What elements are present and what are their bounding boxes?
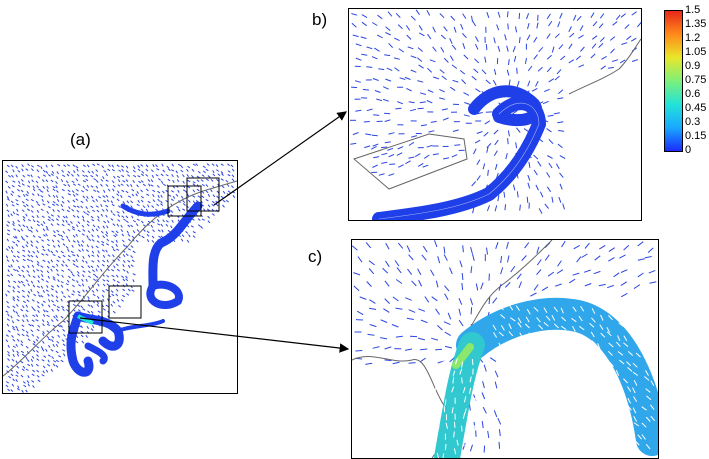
colorbar-tick: 0.3 [685,117,700,128]
colorbar-gradient [665,11,682,151]
colorbar-ticks: 1.5 1.35 1.2 1.05 0.9 0.75 0.6 0.45 0.3 … [685,0,709,160]
overview-vector-field [6,164,235,393]
colorbar-tick: 1.05 [685,47,706,58]
colorbar-tick: 0.75 [685,75,706,86]
colorbar-tick: 0.6 [685,89,700,100]
overview-panel [2,160,238,394]
overview-map [3,161,237,393]
zoom-map-c [352,240,658,458]
colorbar-tick: 1.2 [685,33,700,44]
zoom-panel-c [351,239,659,459]
panel-label-b: b) [312,10,327,30]
colorbar [664,10,683,152]
colorbar-tick: 0.45 [685,103,706,114]
panel-label-a: (a) [70,130,91,150]
colorbar-tick: 0.9 [685,61,700,72]
colorbar-tick: 1.5 [685,5,700,16]
colorbar-tick: 1.35 [685,19,706,30]
zoom-map-b [349,9,641,220]
panel-label-c: c) [308,247,322,267]
zoom-b-island [354,134,467,189]
colorbar-tick: 0 [685,145,691,156]
zoom-c-channels [447,314,652,458]
colorbar-tick: 0.15 [685,131,706,142]
zoom-panel-b [348,8,642,221]
